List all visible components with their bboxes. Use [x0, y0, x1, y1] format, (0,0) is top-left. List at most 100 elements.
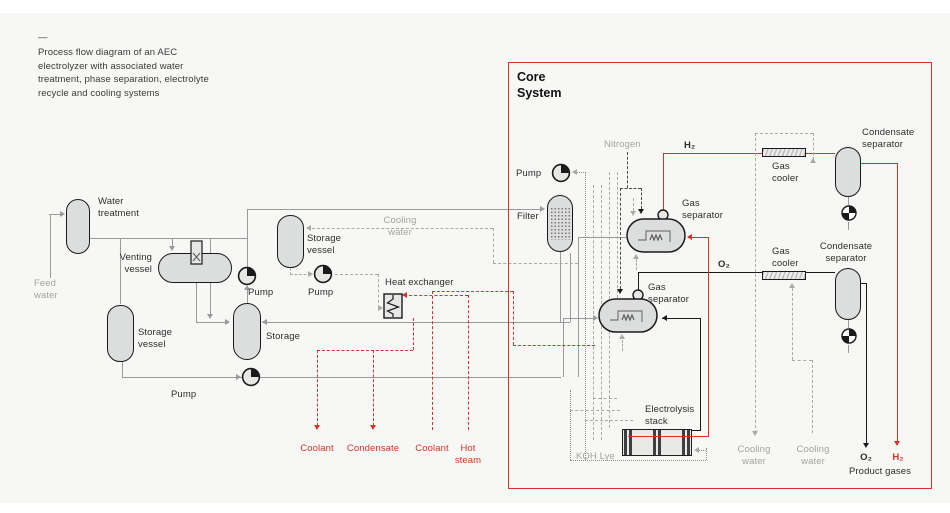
- pump-2-label: Pump: [308, 287, 334, 298]
- lye-riser: [585, 172, 586, 460]
- diagram-background: [0, 13, 950, 503]
- lye-box-left: [570, 390, 571, 460]
- pipe-h2sep-supply: [578, 237, 626, 239]
- coolant-in-riser: [432, 291, 433, 430]
- condensate-separator-o2: [835, 268, 861, 320]
- pipe-feed: [49, 214, 63, 216]
- condensate-label: Condensate: [346, 443, 400, 454]
- storage-vessel-1-label: Storage vessel: [138, 327, 172, 350]
- condensate-separator-h2-label: Condensate separator: [862, 127, 915, 150]
- pipe-stack-to-h2sep: [688, 237, 708, 239]
- cw-right-top: [755, 133, 813, 134]
- pipe-feed-riser: [50, 214, 52, 278]
- pipe-core-riser: [563, 318, 565, 377]
- cw-vessel-drain: [290, 268, 291, 275]
- pipe-treated-water: [90, 238, 248, 240]
- gas-separator-o2: [598, 286, 660, 339]
- h2-product-label: H₂: [892, 452, 904, 463]
- cw-pipe-main: [307, 228, 493, 229]
- koh-lye-label: KOH Lye: [576, 451, 615, 462]
- condensate-separator-o2-label: Condensate separator: [819, 241, 873, 264]
- feed-water-label: Feed water: [34, 278, 58, 301]
- coolant-out-1: [317, 350, 318, 426]
- pump-core-label: Pump: [516, 168, 542, 179]
- steam-into-hx: [404, 295, 468, 296]
- pump-3: [241, 367, 261, 392]
- electrolysis-stack: [622, 429, 692, 456]
- storage-label: Storage: [266, 331, 300, 342]
- o2-line-label: O₂: [718, 259, 730, 270]
- storage-vessel-1: [107, 305, 134, 362]
- coolant-2-label: Coolant: [415, 443, 449, 454]
- lye-to-pump: [576, 172, 586, 173]
- figure-caption: Process flow diagram of an AEC electroly…: [38, 47, 209, 99]
- cooling-water-br1-label: Cooling water: [737, 444, 771, 467]
- valve2-stem-bottom: [848, 345, 850, 353]
- n2-main: [627, 152, 628, 188]
- pipe-h2sep-supply-riser: [578, 237, 580, 377]
- pipe-stack-o2-riser: [700, 318, 702, 431]
- cooling-water-left-label: Cooling water: [383, 215, 417, 238]
- n2-to-o2sep: [620, 188, 621, 289]
- cooling-water-br2-label: Cooling water: [796, 444, 830, 467]
- gas-separator-h2: [626, 206, 688, 259]
- o2-product-label: O₂: [860, 452, 872, 463]
- stack-plate: [624, 430, 627, 455]
- water-treatment-label: Water treatment: [98, 196, 140, 219]
- lye-box-right: [706, 448, 707, 460]
- cw-cooler1-feed: [813, 133, 814, 160]
- pump-2: [313, 264, 333, 289]
- pipe-o2-product: [866, 283, 868, 444]
- caption-dash: —: [38, 32, 48, 43]
- maze-dash-7: [593, 398, 617, 399]
- gas-cooler-o2: [762, 271, 806, 280]
- pump-1-label: Pump: [248, 287, 274, 298]
- stack-plate: [682, 430, 685, 455]
- pipe-stack-h2-riser: [708, 237, 710, 437]
- maze-dash-6: [585, 420, 633, 421]
- pump-3-label: Pump: [171, 389, 197, 400]
- pipe-storage-to-pump: [247, 288, 249, 303]
- pipe-o2-sep-out: [861, 283, 867, 285]
- coolant-header: [317, 350, 413, 351]
- stack-plate: [653, 430, 656, 455]
- stack-plate: [629, 430, 632, 455]
- h2-line-label: H₂: [684, 140, 696, 151]
- filter-media: [550, 207, 570, 240]
- lye-into-stack: [696, 450, 706, 451]
- water-treatment-vessel: [66, 199, 90, 254]
- cw-right-1: [755, 133, 756, 433]
- cw-cooler2-feed: [792, 288, 793, 360]
- pipe-stack-h2-stub: [692, 436, 708, 438]
- hx-out-drop: [413, 318, 414, 350]
- pipe-pump-riser: [247, 209, 249, 267]
- valve2-stem-top: [848, 320, 850, 328]
- pipe-into-o2-separator: [563, 318, 596, 320]
- maze-dash-5: [570, 410, 620, 411]
- cw-right-2: [812, 360, 813, 433]
- pipe-h2-sep-out: [861, 163, 897, 165]
- drain-valve-o2: [840, 327, 858, 350]
- cw-pipe-into-core: [493, 263, 578, 264]
- pipe-venting-drain: [196, 283, 198, 322]
- drain-valve-h2: [840, 204, 858, 227]
- cw-to-pump: [290, 274, 311, 275]
- pipe-h2-product: [897, 163, 899, 442]
- valve1-stem-top: [848, 197, 850, 205]
- heat-exchanger: [383, 293, 403, 324]
- filter-label: Filter: [517, 211, 539, 222]
- coolant-in-drop: [513, 291, 514, 345]
- condensate-separator-h2: [835, 147, 861, 197]
- cw-pump-out: [335, 274, 378, 275]
- venting-vessel-label: Venting vessel: [119, 252, 152, 275]
- vent-h2sep: [636, 259, 637, 270]
- cw-hx-drop: [378, 274, 379, 308]
- gas-cooler-h2: [762, 148, 806, 157]
- gas-separator-h2-label: Gas separator: [682, 198, 724, 221]
- nitrogen-label: Nitrogen: [604, 139, 641, 150]
- pump-1: [237, 266, 257, 291]
- valve1-stem-bottom: [848, 222, 850, 230]
- n2-to-h2sep: [641, 188, 642, 209]
- hot-steam-label: Hot steam: [454, 443, 482, 466]
